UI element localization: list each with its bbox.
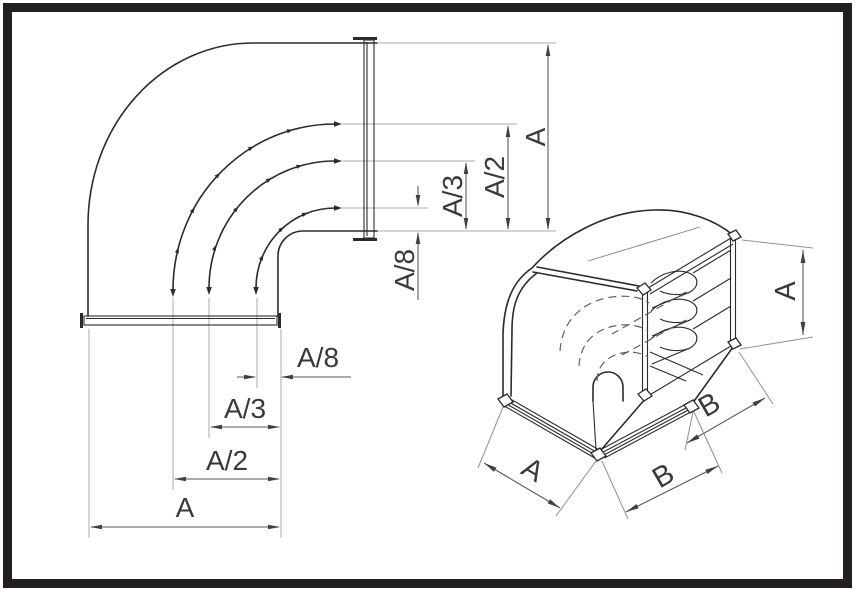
duct-floor-edge (649, 365, 687, 382)
throat-arch (592, 371, 624, 402)
inner-wall (277, 230, 378, 317)
duct-floor-edge (649, 351, 704, 376)
dim-label-front-bottom-a2: A/2 (206, 445, 248, 476)
front-duct-outline (80, 37, 378, 328)
vane-inner (255, 207, 336, 289)
front-view-elbow: A A/2 A/3 A/8 A/8 (80, 37, 556, 538)
vane-middle (208, 160, 336, 289)
dim-label-front-right-a3: A/3 (437, 175, 468, 217)
inlet-flange (80, 313, 281, 328)
front-right-dimensions: A A/2 A/3 A/8 (389, 44, 551, 300)
front-extension-lines (88, 42, 556, 538)
flange-corner-pad (636, 282, 652, 296)
vane-outer (172, 123, 336, 291)
flange-corner-pad (590, 447, 607, 462)
vane-end-arrows (170, 121, 342, 297)
outlet-flange (353, 37, 377, 241)
dim-label-front-right-a8: A/8 (389, 249, 420, 291)
dim-label-front-right-a2: A/2 (479, 156, 510, 198)
underside-right-edge (691, 346, 734, 405)
underside-left-edge (600, 397, 647, 451)
surface-rule-line (587, 226, 701, 262)
dim-label-front-bottom-a: A (176, 492, 195, 523)
iso-vane-blade (650, 305, 732, 365)
iso-bottom-flange (497, 393, 700, 462)
dim-label-iso-bottom-b: B (647, 458, 680, 495)
dim-label-front-bottom-a3: A/3 (224, 393, 266, 424)
turning-vane-streamlines (170, 121, 342, 297)
flange-corner-pad (727, 229, 742, 242)
iso-view-elbow: A B B A (477, 209, 814, 520)
flange-corner-pad (727, 337, 742, 350)
outer-wall (87, 42, 378, 317)
flange-corner-pad (497, 393, 514, 408)
iso-body (502, 209, 734, 451)
iso-outlet-flange (636, 229, 742, 402)
flange-corner-pad (637, 388, 653, 402)
dim-label-front-right-a: A (520, 127, 551, 146)
dim-label-iso-bottom-left-a: A (516, 452, 549, 490)
dim-label-iso-upper-b: B (693, 387, 726, 424)
vane-flow-markers (174, 129, 308, 261)
dim-label-iso-right-a: A (770, 281, 802, 301)
flange-corner-pad (683, 399, 700, 414)
front-bottom-dimensions: A/8 A/3 A/2 A (90, 342, 351, 530)
dim-label-front-bottom-a8: A/8 (297, 342, 339, 373)
iso-hidden-vanes-dashed (559, 291, 687, 382)
